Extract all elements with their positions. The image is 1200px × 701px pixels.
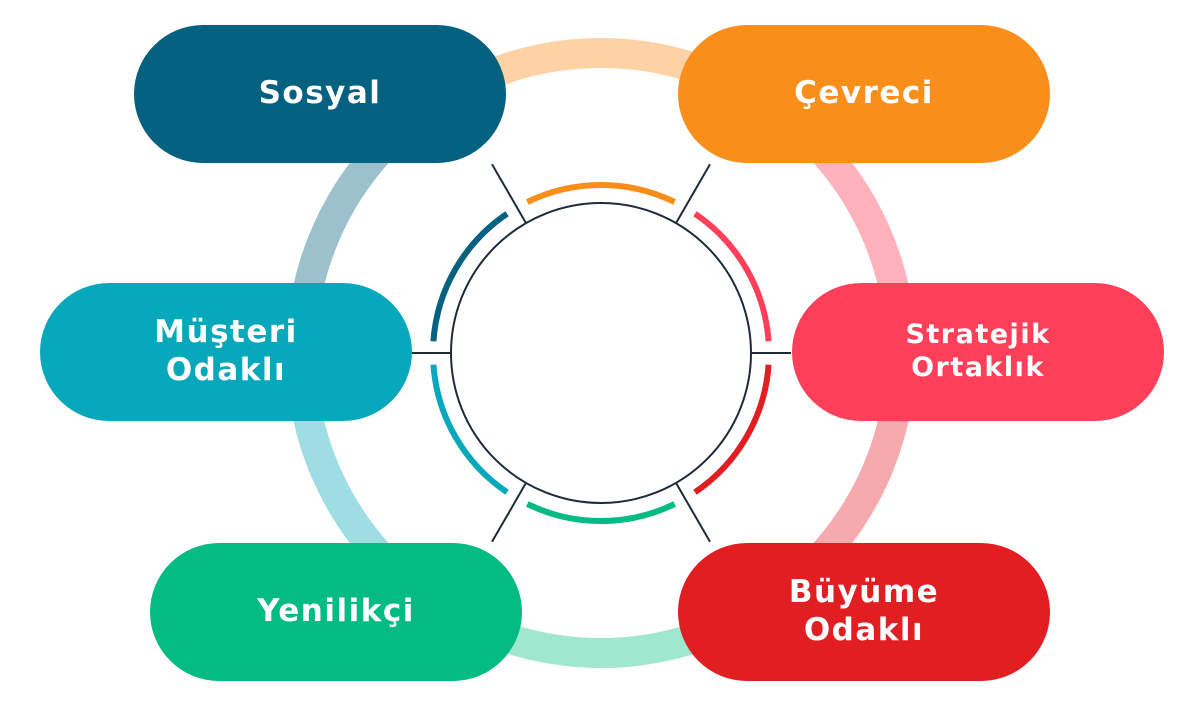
node-stratejik-ortaklik: Stratejik Ortaklık [792, 283, 1164, 421]
node-sosyal-label: Sosyal [258, 75, 382, 112]
inner-arc-upper-right [693, 211, 772, 342]
connector-lines [411, 163, 791, 543]
connector-line-cevreci [675, 163, 711, 224]
inner-arc-bottom [526, 501, 676, 524]
connector-line-sosyal [491, 163, 527, 224]
node-buyume-odakli: Büyüme Odaklı [678, 543, 1050, 681]
node-cevreci: Çevreci [678, 25, 1050, 163]
node-musteri-odakli: Müşteri Odaklı [40, 283, 412, 421]
node-musteri-odakli-label: Müşteri Odaklı [154, 314, 298, 388]
node-stratejik-ortaklik-label: Stratejik Ortaklık [905, 319, 1051, 383]
center-circle [450, 202, 752, 504]
connector-line-yenilikci [491, 482, 527, 543]
inner-arc-lower-left [430, 364, 509, 495]
inner-arc-top [526, 182, 676, 205]
inner-arcs [430, 182, 772, 524]
inner-arc-lower-right [693, 364, 772, 495]
node-yenilikci-label: Yenilikçi [257, 593, 415, 630]
node-sosyal: Sosyal [134, 25, 506, 163]
connector-line-buyume [675, 482, 711, 543]
node-yenilikci: Yenilikçi [150, 543, 522, 681]
node-buyume-odakli-label: Büyüme Odaklı [788, 574, 940, 648]
inner-arc-upper-left [430, 211, 509, 342]
node-cevreci-label: Çevreci [794, 75, 934, 112]
